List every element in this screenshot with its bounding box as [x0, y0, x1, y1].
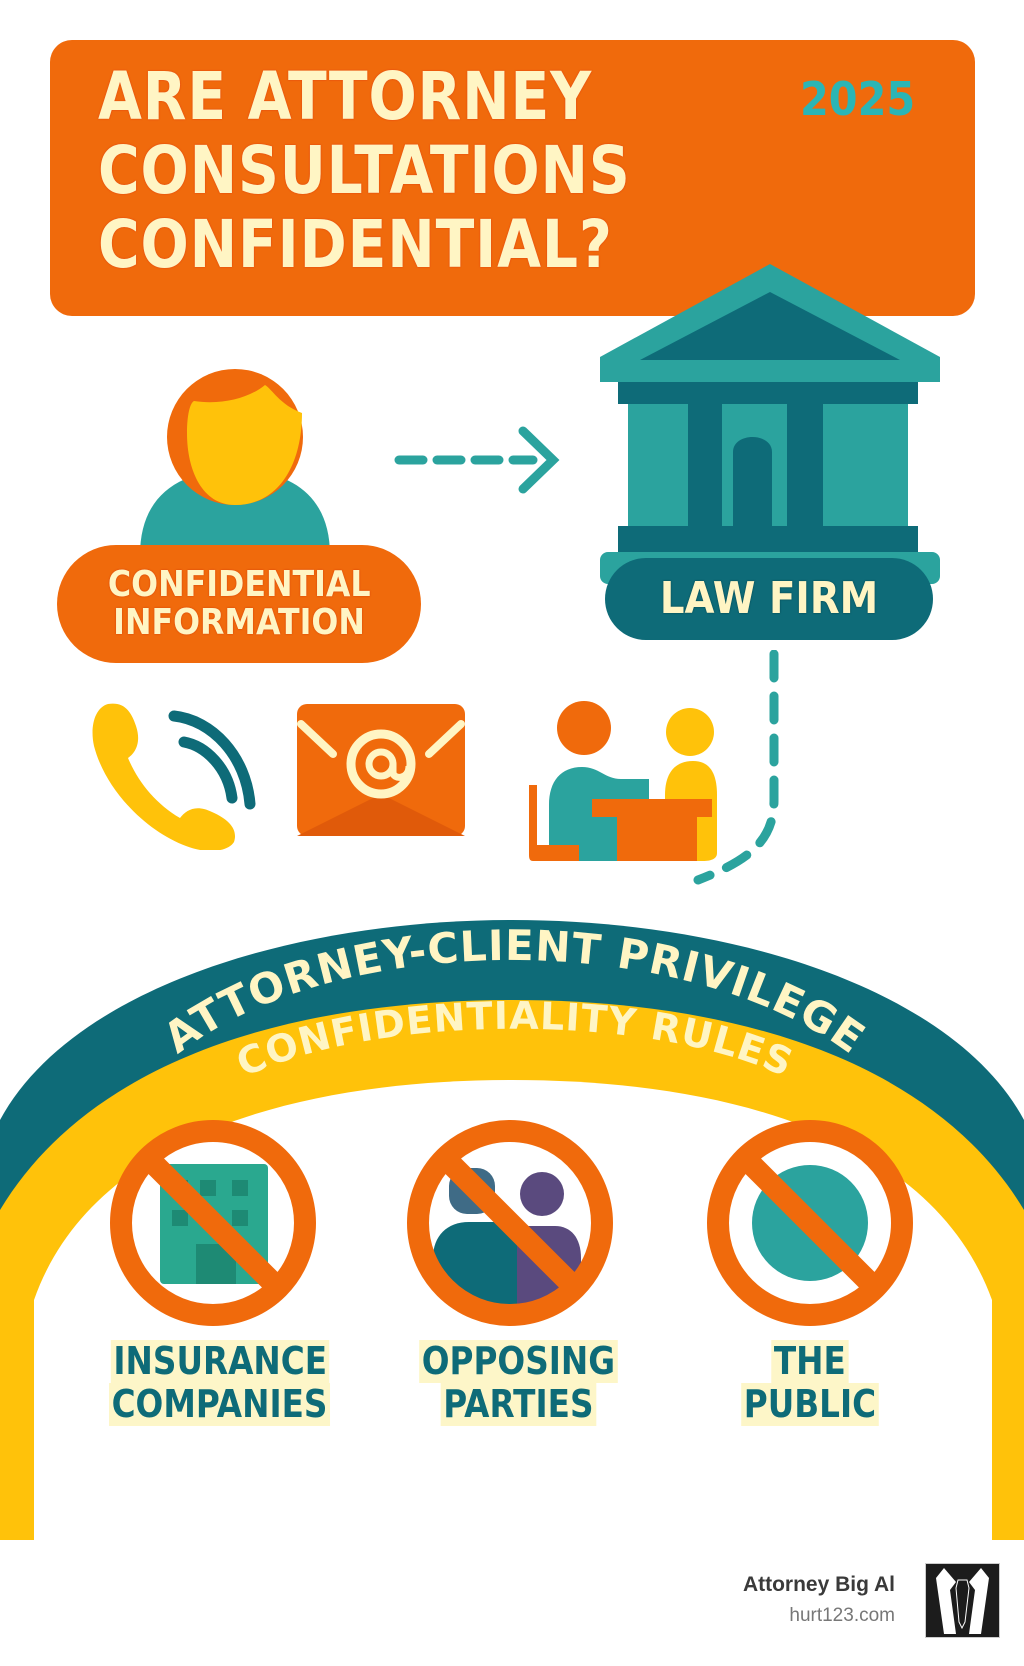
- title-line-2: CONSULTATIONS: [98, 132, 631, 209]
- title-line-1: ARE ATTORNEY: [98, 58, 593, 135]
- brand-url[interactable]: hurt123.com: [789, 1605, 895, 1626]
- insurance-companies-label: INSURANCE COMPANIES: [70, 1340, 370, 1426]
- person-icon: [130, 345, 340, 555]
- title-banner: [50, 40, 975, 316]
- opposing-parties-label: OPPOSING PARTIES: [368, 1340, 668, 1426]
- year-badge: 2025: [800, 72, 916, 126]
- label-line: INFORMATION: [113, 602, 365, 643]
- dashed-connector: [690, 650, 800, 900]
- label-text: LAW FIRM: [659, 572, 879, 624]
- title-line-3: CONFIDENTIAL?: [98, 206, 613, 283]
- suit-tie-icon: [925, 1563, 1000, 1638]
- brand-name: Attorney Big Al: [742, 1573, 895, 1596]
- no-building-icon: [108, 1118, 318, 1328]
- label-line: PUBLIC: [741, 1383, 879, 1426]
- email-at-icon: [297, 704, 465, 836]
- label-line: PARTIES: [440, 1383, 596, 1426]
- no-people-icon: [405, 1118, 615, 1328]
- meeting-at-desk-icon: [527, 695, 747, 865]
- page-title: ARE ATTORNEY CONSULTATIONS CONFIDENTIAL?: [98, 60, 648, 282]
- phone-ringing-icon: [88, 700, 258, 850]
- courthouse-icon: [600, 262, 940, 592]
- law-firm-label: LAW FIRM: [605, 558, 933, 640]
- label-line: CONFIDENTIAL: [107, 564, 371, 606]
- label-line: INSURANCE: [110, 1340, 330, 1383]
- no-public-icon: [705, 1118, 915, 1328]
- confidential-information-label: CONFIDENTIAL INFORMATION: [57, 545, 421, 663]
- the-public-label: THE PUBLIC: [660, 1340, 960, 1426]
- label-line: THE: [771, 1340, 849, 1383]
- label-line: OPPOSING: [418, 1340, 618, 1383]
- dashed-arrow-right-icon: [393, 425, 578, 495]
- label-line: COMPANIES: [109, 1383, 331, 1426]
